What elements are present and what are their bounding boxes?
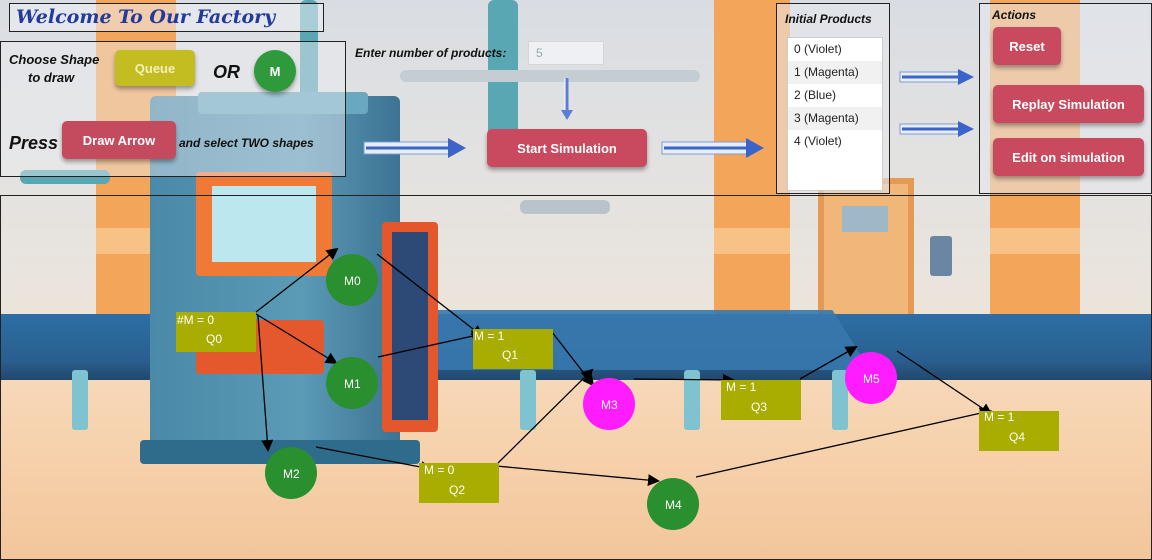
choose-shape-label: Choose Shape: [9, 52, 100, 67]
queue-label: Q3: [751, 400, 767, 414]
arrow-m5-q4[interactable]: [896, 350, 993, 416]
factory-machine-screen: [212, 186, 316, 262]
machine-label: M0: [344, 274, 361, 288]
pipe: [20, 170, 110, 184]
products-count-input[interactable]: [528, 41, 604, 65]
factory-machine-door-inner: [392, 232, 428, 420]
queue-label: Q1: [502, 348, 518, 362]
list-item[interactable]: 1 (Magenta): [788, 61, 882, 84]
right-arrow-icon: [363, 138, 466, 158]
factory-machine-top: [198, 92, 368, 114]
queue-count: M = 0: [424, 463, 455, 477]
arrow-q0-m0[interactable]: [255, 247, 339, 313]
machine-m0[interactable]: M0: [326, 254, 378, 306]
pipe: [400, 70, 700, 82]
queue-q4[interactable]: M = 1 Q4: [979, 410, 1059, 451]
queue-q1[interactable]: M = 1 Q1: [473, 329, 553, 369]
reset-button[interactable]: Reset: [993, 27, 1061, 65]
draw-arrow-button[interactable]: Draw Arrow: [62, 121, 176, 159]
conveyor-leg: [832, 370, 848, 430]
queue-label: Q4: [1009, 430, 1025, 444]
queue-q0[interactable]: #M = 0 Q0: [176, 312, 256, 352]
replay-simulation-button[interactable]: Replay Simulation: [993, 85, 1144, 123]
to-draw-label: to draw: [28, 70, 75, 85]
select-two-shapes-hint: and select TWO shapes: [179, 136, 314, 150]
arrow-q0-m2[interactable]: [257, 315, 274, 452]
press-label: Press: [9, 133, 59, 153]
actions-title: Actions: [992, 8, 1037, 22]
queue-label: Q0: [206, 332, 222, 346]
list-item[interactable]: 2 (Blue): [788, 84, 882, 107]
machine-label: M1: [344, 377, 361, 391]
queue-count: M = 1: [984, 410, 1015, 424]
title-box: Welcome To Our Factory: [9, 3, 324, 32]
arrow-m2-q2[interactable]: [315, 446, 433, 474]
edit-simulation-button[interactable]: Edit on simulation: [993, 138, 1144, 176]
decor-arrows: [363, 69, 974, 158]
queue-count: #M = 0: [177, 313, 214, 327]
list-item[interactable]: 4 (Violet): [788, 130, 882, 153]
down-arrow-icon: [561, 78, 573, 120]
machine-m3[interactable]: M3: [583, 378, 635, 430]
machine-button[interactable]: M: [254, 50, 296, 92]
start-simulation-button[interactable]: Start Simulation: [487, 129, 647, 167]
arrow-m1-q1[interactable]: [377, 330, 484, 358]
conveyor-leg: [520, 370, 536, 430]
arrow-q2-m4[interactable]: [495, 465, 660, 487]
list-item[interactable]: 0 (Violet): [788, 38, 882, 61]
list-item[interactable]: 3 (Magenta): [788, 107, 882, 130]
arrow-q0-m1[interactable]: [255, 313, 338, 365]
queue-count: M = 1: [726, 380, 757, 394]
or-label: OR: [213, 62, 240, 82]
queue-q3[interactable]: M = 1 Q3: [721, 380, 801, 420]
machine-m1[interactable]: M1: [326, 357, 378, 409]
machine-label: M4: [665, 498, 682, 512]
machine-label: M5: [863, 372, 880, 386]
pipe: [520, 200, 610, 214]
queue-q2[interactable]: M = 0 Q2: [419, 463, 499, 503]
initial-products-list[interactable]: 0 (Violet) 1 (Magenta) 2 (Blue) 3 (Magen…: [787, 37, 883, 191]
machine-m5[interactable]: M5: [845, 352, 897, 404]
queue-label: Q2: [449, 483, 465, 497]
arrow-q3-m5[interactable]: [799, 346, 858, 380]
products-count-label: Enter number of products:: [355, 46, 507, 60]
machine-label: M2: [283, 467, 300, 481]
machine-label: M3: [601, 398, 618, 412]
machine-m4[interactable]: M4: [647, 478, 699, 530]
actions-panel: Actions Reset Replay Simulation Edit on …: [979, 3, 1152, 194]
queue-button[interactable]: Queue: [115, 50, 195, 86]
arrow-m4-q4[interactable]: [695, 407, 992, 478]
initial-products-title: Initial Products: [785, 12, 872, 26]
conveyor-leg: [72, 370, 88, 430]
shape-panel: Choose Shape to draw Queue OR M Press Dr…: [0, 41, 346, 177]
right-arrow-icon: [661, 138, 764, 158]
queue-count: M = 1: [474, 329, 505, 343]
page-title: Welcome To Our Factory: [16, 6, 276, 28]
initial-products-panel: Initial Products 0 (Violet) 1 (Magenta) …: [776, 3, 890, 194]
right-arrow-icon: [899, 121, 974, 137]
arrow-q1-m3[interactable]: [551, 331, 595, 387]
wall-switch: [930, 236, 952, 276]
right-arrow-icon: [899, 69, 974, 85]
machine-m2[interactable]: M2: [265, 447, 317, 499]
arrow-m3-q3[interactable]: [633, 373, 735, 386]
arrow-m0-q1[interactable]: [376, 253, 484, 338]
conveyor-leg: [684, 370, 700, 430]
connections: [255, 247, 993, 487]
arrow-q2-m3[interactable]: [497, 368, 594, 464]
